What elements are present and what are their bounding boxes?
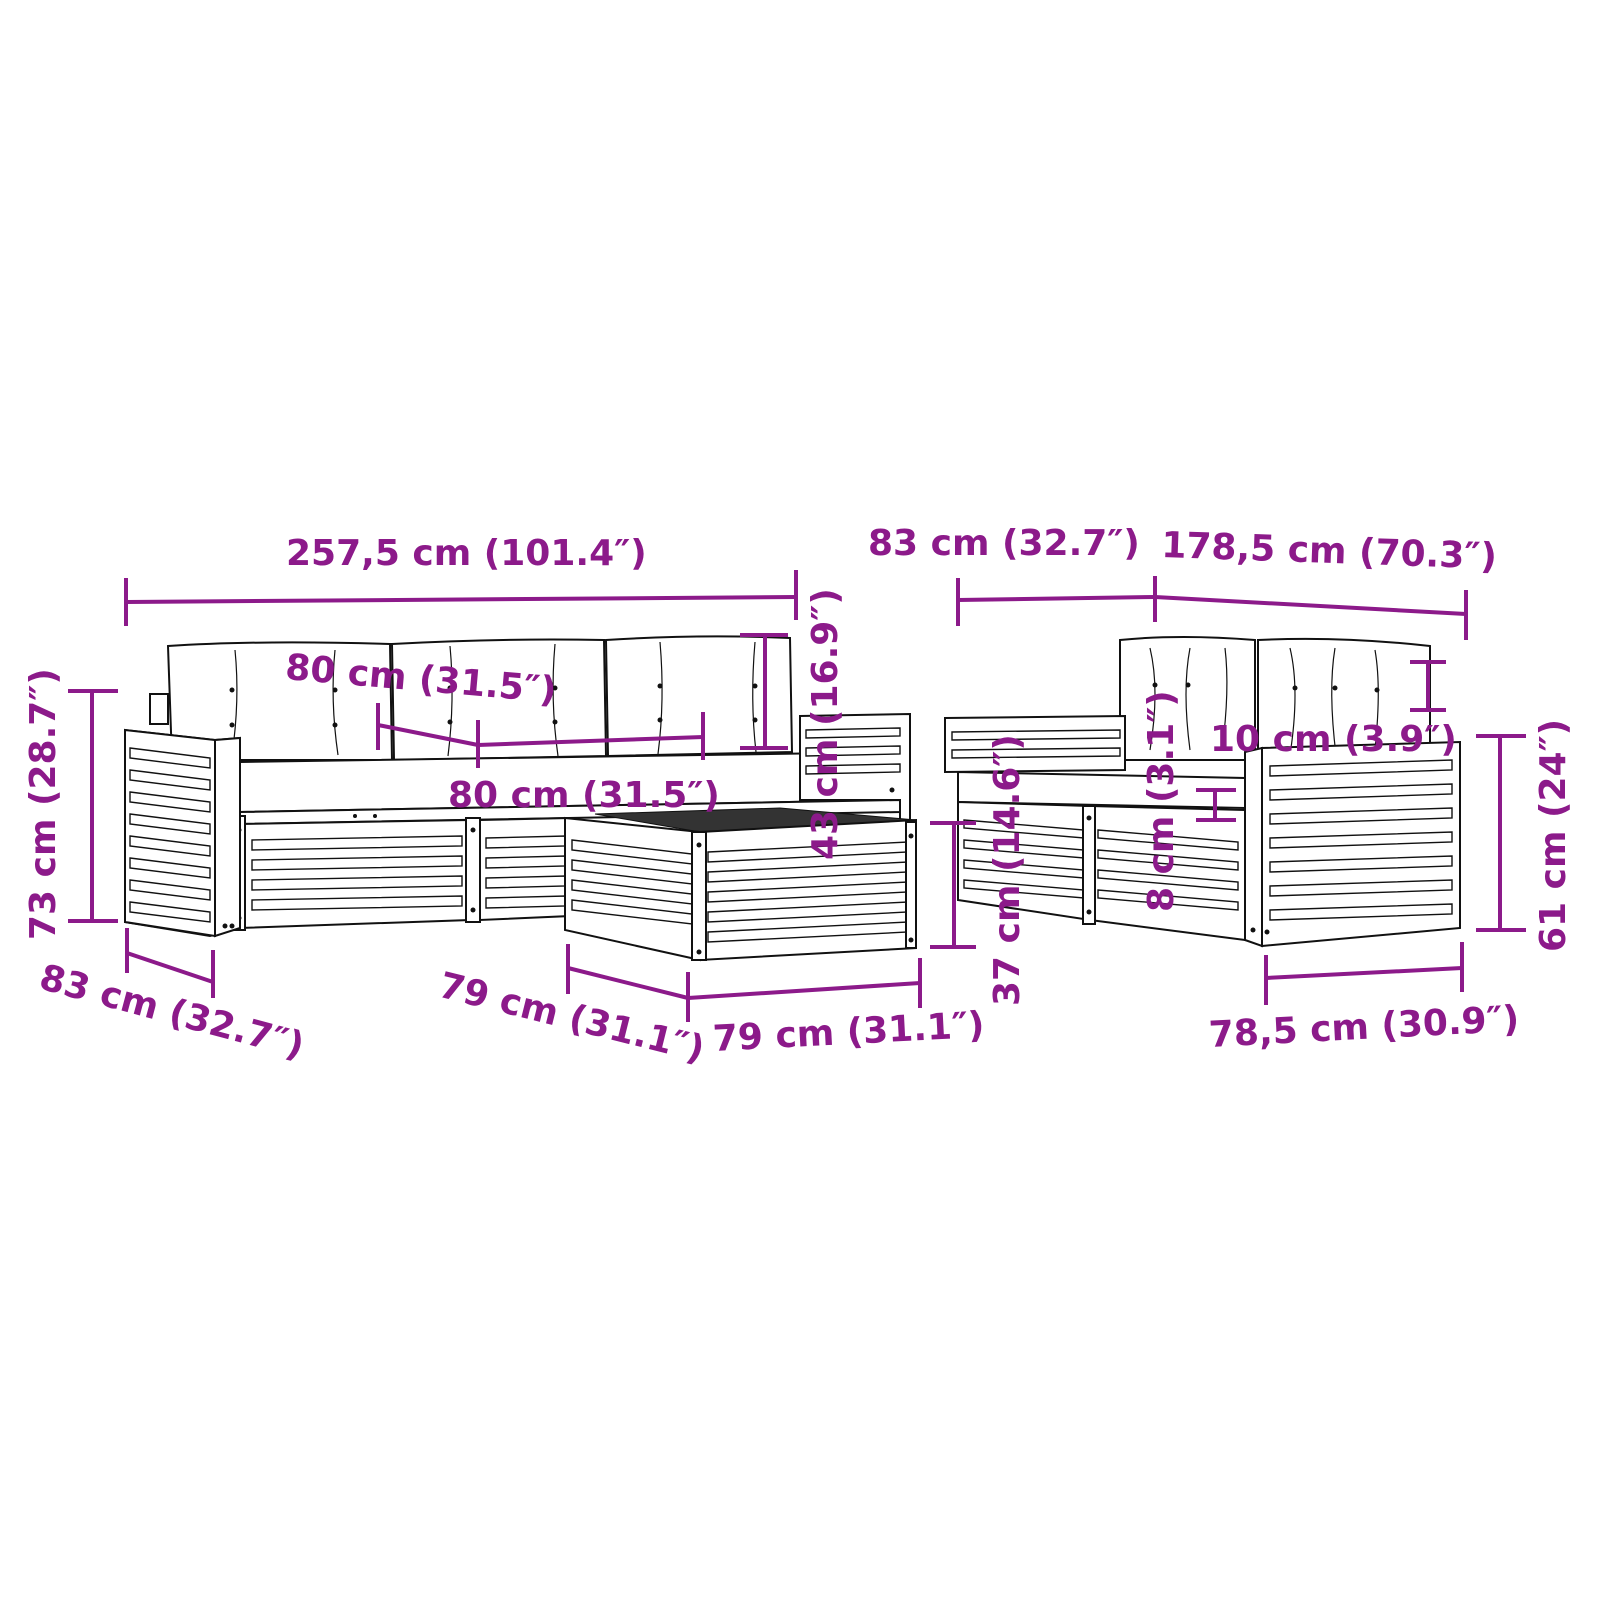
- dim-line-backrest-height: [740, 633, 788, 750]
- dim-line-left-depth: [125, 928, 215, 998]
- label-back-cushion-thickness: 10 cm (3.9″): [1210, 719, 1457, 760]
- label-table-height: 37 cm (14.6″): [987, 734, 1028, 1006]
- left-sofa-armrest: [124, 728, 241, 938]
- dim-line-seat-widths: [376, 703, 705, 768]
- dim-line-table-depth-width: [566, 944, 922, 1022]
- right-set-frame: [944, 714, 1246, 942]
- label-seat-width-front: 80 cm (31.5″): [448, 775, 720, 816]
- coffee-table: [564, 807, 917, 962]
- label-seat-cushion-thickness: 8 cm (3.1″): [1141, 690, 1182, 912]
- label-right-depth: 83 cm (32.7″): [868, 523, 1140, 564]
- label-backrest-height: 43 cm (16.9″): [805, 588, 846, 860]
- dim-line-armrest-width: [1264, 942, 1464, 1005]
- dim-line-left-total-height: [68, 689, 118, 923]
- label-left-total-width: 257,5 cm (101.4″): [286, 533, 647, 574]
- label-right-seat-height: 61 cm (24″): [1533, 718, 1574, 952]
- dim-line-back-cushion: [1410, 660, 1446, 712]
- label-left-total-height: 73 cm (28.7″): [23, 668, 64, 940]
- dim-line-right-height: [1476, 734, 1526, 932]
- dim-line-seat-cushion: [1196, 788, 1236, 822]
- right-set-back-cushions: [1119, 636, 1431, 772]
- dim-line-table-height: [930, 821, 976, 949]
- dim-line-right-widths: [956, 576, 1468, 640]
- left-sofa-frame: [232, 750, 901, 931]
- left-sofa-back-cushions: [149, 635, 794, 762]
- right-chair-armrest: [1244, 740, 1461, 948]
- dim-line-left-total-width: [124, 570, 798, 626]
